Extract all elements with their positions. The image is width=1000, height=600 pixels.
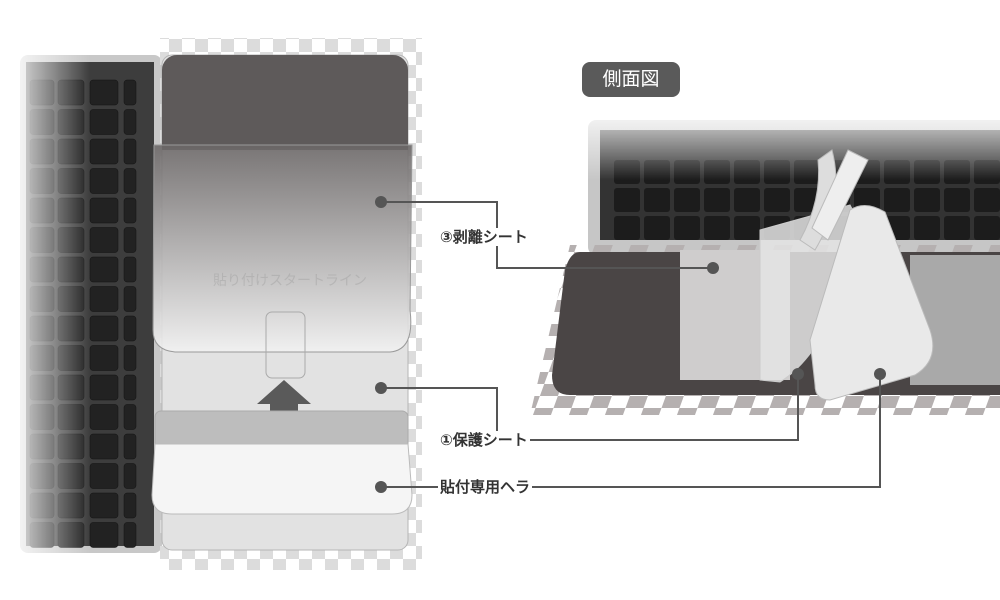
key	[123, 138, 137, 165]
key	[123, 463, 137, 489]
callout-dots	[375, 196, 886, 493]
key	[644, 216, 670, 240]
left-keyboard	[0, 40, 162, 570]
key	[89, 463, 119, 489]
key	[89, 197, 119, 224]
key	[89, 374, 119, 401]
spatula	[151, 410, 413, 515]
key	[123, 315, 137, 342]
key	[764, 188, 790, 212]
key	[89, 492, 119, 519]
key	[123, 227, 137, 253]
label-protective-sheet: ①保護シート	[438, 431, 530, 449]
side-view-badge: 側面図	[582, 62, 680, 97]
key	[734, 188, 760, 212]
key	[974, 216, 1000, 240]
key	[89, 109, 119, 135]
key	[89, 404, 119, 430]
release-sheet	[152, 144, 413, 353]
key	[674, 216, 700, 240]
key	[734, 216, 760, 240]
label-spatula: 貼付専用ヘラ	[438, 478, 533, 496]
key	[89, 433, 119, 460]
start-line-text: 貼り付けスタートライン	[213, 273, 367, 289]
key	[89, 256, 119, 283]
key	[914, 216, 940, 240]
key	[123, 168, 137, 194]
key	[89, 168, 119, 194]
key	[914, 188, 940, 212]
key	[123, 256, 137, 283]
key	[123, 109, 137, 135]
key	[89, 286, 119, 312]
key	[123, 345, 137, 371]
key	[614, 216, 640, 240]
key	[123, 374, 137, 401]
right-laptop	[530, 100, 1000, 415]
key	[644, 188, 670, 212]
key	[123, 404, 137, 430]
key	[884, 188, 910, 212]
key	[704, 216, 730, 240]
side-spatula	[809, 205, 934, 401]
key	[123, 433, 137, 460]
key	[674, 188, 700, 212]
key	[123, 79, 137, 106]
key	[89, 227, 119, 253]
key	[614, 188, 640, 212]
key	[89, 138, 119, 165]
key	[944, 216, 970, 240]
label-release-sheet: ③剥離シート	[438, 228, 530, 246]
key	[89, 79, 119, 106]
key	[89, 315, 119, 342]
key	[123, 522, 137, 548]
key	[123, 492, 137, 519]
key	[944, 188, 970, 212]
key	[123, 197, 137, 224]
key	[974, 188, 1000, 212]
key	[89, 345, 119, 371]
key	[89, 522, 119, 548]
key	[704, 188, 730, 212]
key	[123, 286, 137, 312]
